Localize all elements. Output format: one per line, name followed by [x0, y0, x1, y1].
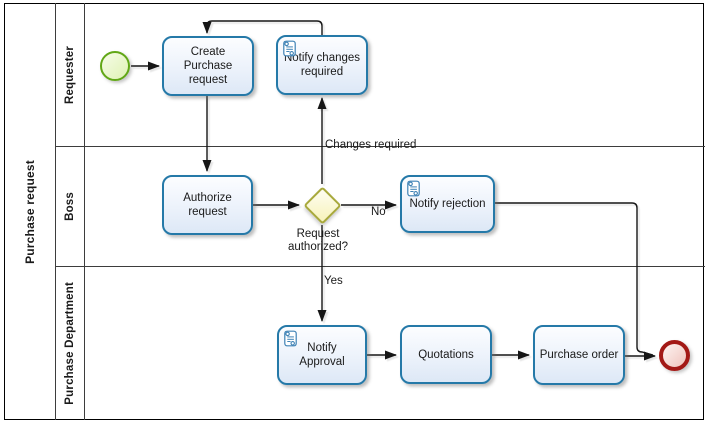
task-notify-approval[interactable]: Notify Approval	[277, 325, 367, 385]
lane-header-boss[interactable]: Boss	[56, 147, 84, 266]
lane-divider-2	[55, 266, 705, 267]
task-label: Quotations	[418, 348, 474, 361]
task-authorize-request[interactable]: Authorize request	[162, 175, 253, 235]
script-icon	[407, 180, 420, 197]
task-create-purchase-request[interactable]: Create Purchase request	[162, 36, 254, 96]
gateway-diamond-icon	[302, 185, 342, 225]
task-label: Notify changes required	[283, 52, 361, 78]
lane-header-divider	[84, 3, 85, 420]
task-purchase-order[interactable]: Purchase order	[533, 325, 625, 385]
lane-divider-1	[55, 146, 705, 147]
task-label: Notify rejection	[409, 198, 486, 210]
gateway-question-label: Request authorized?	[287, 228, 349, 253]
task-quotations[interactable]: Quotations	[400, 325, 492, 384]
task-label: Purchase order	[539, 349, 619, 361]
task-notify-rejection[interactable]: Notify rejection	[400, 175, 495, 233]
task-label: Create Purchase request	[183, 46, 233, 86]
script-icon	[284, 330, 297, 347]
pool-header-divider	[55, 3, 56, 420]
pool-label: Purchase request	[23, 160, 37, 264]
task-label: Notify Approval	[299, 342, 345, 368]
pool-header[interactable]: Purchase request	[5, 4, 55, 420]
flow-label-no: No	[371, 206, 386, 218]
lane-header-purchase-department[interactable]: Purchase Department	[56, 267, 84, 420]
lane-label-requester: Requester	[64, 45, 76, 105]
flow-label-yes: Yes	[324, 275, 343, 287]
end-event[interactable]	[659, 340, 690, 371]
lane-label-purchase-department: Purchase Department	[64, 282, 76, 405]
script-icon	[283, 40, 296, 57]
task-label: Authorize request	[183, 192, 232, 218]
lane-label-boss: Boss	[64, 192, 76, 221]
exclusive-gateway[interactable]	[302, 185, 342, 225]
pool-border	[4, 3, 704, 420]
start-event[interactable]	[100, 51, 130, 81]
flow-label-changes-required: Changes required	[325, 139, 417, 151]
task-notify-changes-required[interactable]: Notify changes required	[276, 35, 368, 95]
lane-header-requester[interactable]: Requester	[56, 4, 84, 146]
